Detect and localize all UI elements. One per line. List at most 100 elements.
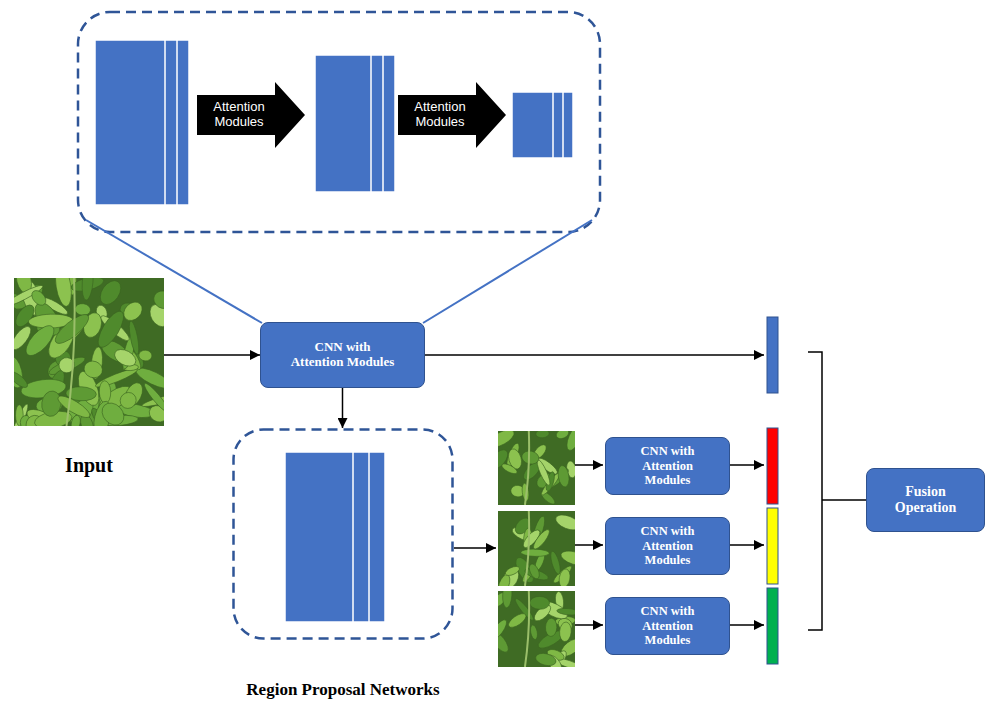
- leaf: [557, 465, 571, 488]
- arrow-body: [197, 82, 305, 148]
- leaf: [534, 651, 557, 667]
- crop-image: [488, 582, 585, 674]
- text-holder: Attention Modules: [199, 82, 279, 148]
- node-text: CNN with Attention Modules: [288, 340, 398, 370]
- leaf: [120, 298, 146, 324]
- feature-vector: [767, 428, 778, 504]
- leaf: [127, 320, 140, 355]
- feature-map: [512, 92, 553, 158]
- feature-map: [285, 452, 353, 622]
- leaf: [488, 618, 509, 643]
- leaf: [14, 369, 30, 390]
- leaf: [559, 622, 572, 642]
- node-text: Input: [14, 454, 164, 477]
- stem: [525, 591, 529, 667]
- leaf: [98, 399, 129, 426]
- node-text: CNN with Attention Modules: [632, 604, 704, 647]
- feature-vector: [767, 588, 778, 664]
- photo: [14, 278, 164, 426]
- text-holder: CNN with Attention Modules: [632, 444, 704, 487]
- region-box: Region Proposal Networks: [232, 428, 454, 700]
- flow-arrow: [575, 544, 603, 546]
- leaf: [535, 429, 549, 438]
- flow-arrow: [454, 547, 496, 549]
- connector: [342, 388, 344, 428]
- leaf: [527, 562, 541, 580]
- flow-arrow: [575, 624, 603, 626]
- text-holder: CNN with Attention Modules: [632, 604, 704, 647]
- leaf: [549, 550, 562, 575]
- dashed-outline: [234, 430, 453, 639]
- leaf: [500, 462, 518, 476]
- flow-arrow: [425, 354, 764, 356]
- connector: [164, 354, 260, 356]
- foliage-ground: [498, 431, 575, 505]
- leaf: [96, 278, 125, 308]
- stem: [525, 431, 529, 505]
- leaf: [557, 608, 580, 616]
- attention-arrow: Attention Modules: [197, 82, 305, 148]
- flow-arrow: [730, 544, 764, 546]
- leaf: [531, 527, 552, 551]
- leaf: [142, 381, 164, 414]
- node-text: Fusion Operation: [884, 484, 968, 516]
- leaf: [82, 358, 105, 380]
- arrow-body: [398, 82, 506, 148]
- leaf: [29, 288, 49, 308]
- dashed-frame: [232, 428, 454, 640]
- process-box: CNN with Attention Modules: [605, 597, 730, 655]
- flow-arrow: [730, 624, 764, 626]
- foliage-ground: [14, 278, 164, 426]
- leaf: [81, 278, 95, 301]
- leaf: [55, 392, 92, 421]
- bracket-line: [822, 499, 866, 501]
- process-box: CNN with Attention Modules: [605, 517, 730, 575]
- leaf: [559, 548, 590, 568]
- feature-map-stack: [512, 92, 573, 158]
- crop-image: [495, 511, 590, 597]
- text-holder: Fusion Operation: [884, 484, 968, 516]
- input-image: Input: [14, 278, 164, 477]
- node-text: Region Proposal Networks: [172, 680, 514, 700]
- node-text: Attention Modules: [400, 100, 480, 130]
- leaf: [21, 321, 58, 360]
- region-shape: [232, 428, 454, 640]
- leaf: [504, 565, 521, 578]
- flow-arrow: [730, 464, 764, 466]
- leaf: [564, 424, 585, 453]
- node-text: CNN with Attention Modules: [632, 444, 704, 487]
- process-box: Fusion Operation: [866, 468, 985, 532]
- stem: [67, 278, 75, 426]
- leaf: [486, 426, 517, 450]
- leaf: [502, 582, 513, 608]
- feature-map: [95, 40, 165, 205]
- node-text: Attention Modules: [199, 100, 279, 130]
- leaf: [99, 381, 111, 404]
- leaf: [529, 624, 538, 640]
- leaf: [93, 308, 128, 351]
- leaf: [40, 390, 62, 418]
- leaf: [53, 278, 74, 307]
- feature-map: [315, 55, 371, 192]
- leaf: [558, 568, 572, 588]
- leaf: [545, 618, 557, 637]
- leaf: [138, 350, 152, 362]
- attention-arrow: Attention Modules: [398, 82, 506, 148]
- image-frame: [14, 278, 164, 426]
- feature-vector: [767, 508, 778, 584]
- flow-arrow: [575, 464, 603, 466]
- process-box: CNN with Attention Modules: [605, 437, 730, 495]
- crop-image: [486, 424, 585, 507]
- leaf: [506, 611, 528, 630]
- bracket: [808, 352, 822, 630]
- text-holder: Region Proposal Networks: [172, 680, 514, 700]
- dashed-frame: [78, 12, 600, 232]
- feature-vector: [767, 317, 778, 393]
- leaf: [535, 458, 552, 486]
- process-box: CNN with Attention Modules: [260, 322, 425, 388]
- node-text: CNN with Attention Modules: [632, 524, 704, 567]
- text-holder: CNN with Attention Modules: [288, 340, 398, 370]
- leaf: [554, 512, 582, 533]
- leaf: [74, 303, 91, 316]
